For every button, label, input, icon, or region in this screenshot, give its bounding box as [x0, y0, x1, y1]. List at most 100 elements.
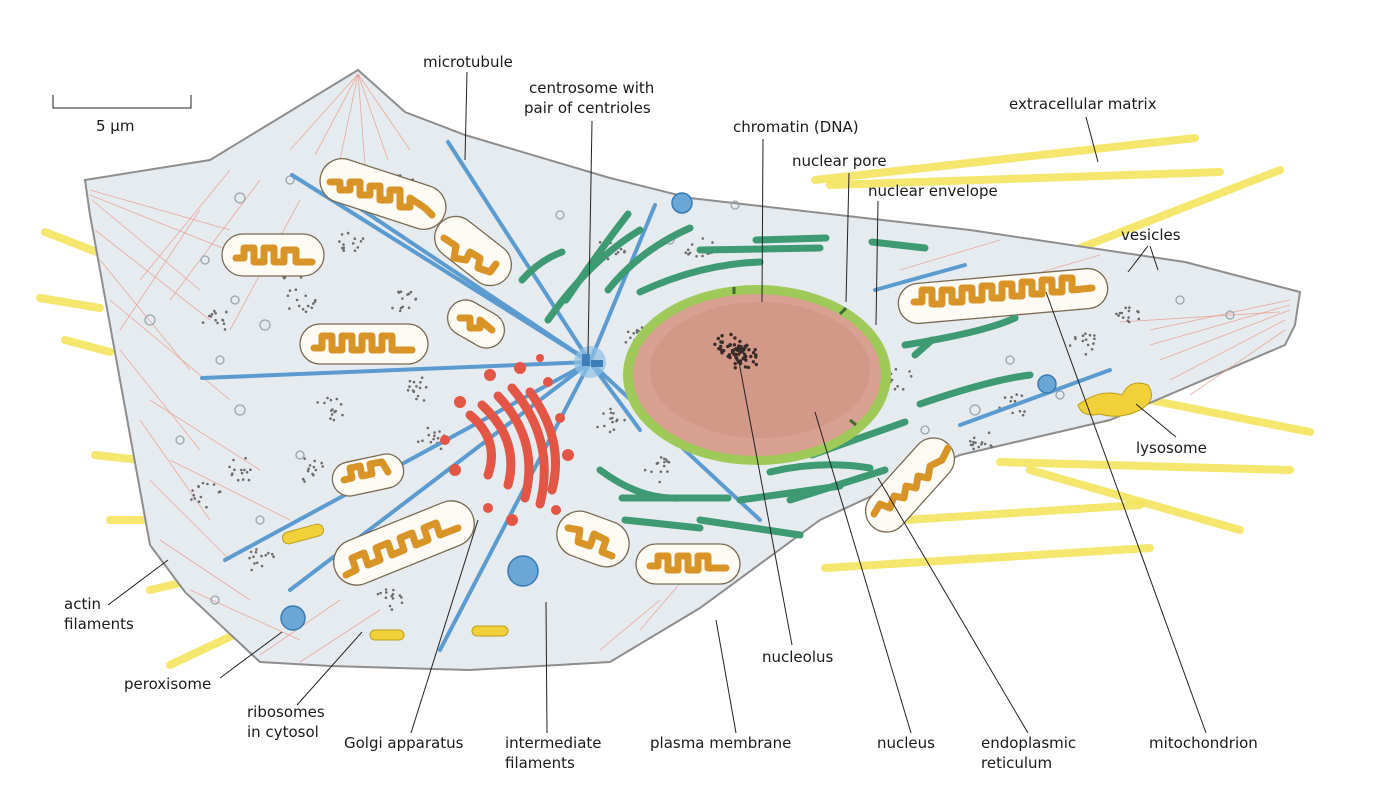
ribosome-dot [730, 348, 735, 353]
ribosome-dot [433, 434, 436, 438]
ribosome-dot [316, 401, 320, 404]
ribosome-dot [728, 343, 732, 347]
ribosome-dot [432, 437, 435, 441]
label-extracellular-matrix: extracellular matrix [1009, 95, 1157, 113]
ribosome-dot [1011, 411, 1014, 415]
label-intermediate-line2: filaments [505, 754, 575, 772]
ribosome-dot [297, 304, 301, 308]
ribosome-dot [429, 440, 433, 444]
ribosome-dot [1117, 314, 1120, 317]
ribosome-dot [1127, 309, 1131, 313]
mitochondrion-4 [299, 323, 429, 365]
ribosome-dot [990, 445, 994, 449]
label-mitochondrion: mitochondrion [1149, 734, 1258, 752]
ribosome-dot [632, 332, 635, 335]
ribosome-dot [969, 439, 972, 443]
ribosome-dot [629, 336, 632, 340]
ribosome-dot [720, 334, 724, 338]
ribosome-dot [427, 433, 431, 437]
mitochondrion-11 [864, 437, 956, 533]
ribosome-dot [733, 362, 737, 366]
ribosome-dot [662, 464, 666, 468]
ribosome-dot [391, 597, 395, 600]
lysosomes [282, 382, 1153, 641]
ribosome-dot [419, 381, 422, 384]
label-nucleolus: nucleolus [762, 648, 834, 666]
ribosome-dot [612, 428, 616, 432]
ribosome-dot [612, 412, 615, 415]
ribosome-dot [733, 336, 737, 340]
ribosome-dot [321, 465, 325, 468]
ribosome-dot [260, 554, 263, 558]
ribosome-dot [400, 601, 404, 605]
ribosome-dot [687, 252, 690, 256]
ribosome-dot [329, 398, 333, 402]
ribosome-dot [320, 461, 324, 465]
ribosome-dot [294, 288, 298, 292]
ribosome-dot [190, 498, 193, 501]
ribosome-dot [240, 468, 243, 472]
ribosome-dot [346, 231, 350, 235]
ribosome-dot [225, 310, 228, 314]
ribosome-dot [893, 387, 897, 391]
label-microtubule: microtubule [423, 53, 513, 71]
ribosome-dot [969, 443, 973, 447]
ribosome-dot [255, 561, 259, 565]
label-chromatin: chromatin (DNA) [733, 118, 859, 136]
ribosome-dot [249, 550, 253, 554]
ribosome-dot [407, 292, 411, 296]
ribosome-dot [376, 592, 380, 596]
nucleolus [713, 332, 758, 370]
ribosome-dot [342, 243, 345, 246]
ribosome-dot [313, 300, 317, 303]
ribosome-dot [753, 348, 757, 352]
ribosome-dot [980, 441, 984, 444]
ribosome-dot [306, 469, 310, 473]
scale-bar: 5 µm [52, 95, 192, 135]
ribosome-dot [659, 470, 663, 474]
ribosome-dot [603, 424, 606, 428]
ribosome-dot [609, 411, 613, 415]
centrosome [574, 346, 606, 378]
ribosome-dot [193, 497, 196, 500]
label-nuclear-pore: nuclear pore [792, 152, 887, 170]
ribosome-dot [310, 306, 314, 310]
ribosome-dot [299, 276, 303, 279]
label-nucleus: nucleus [877, 734, 935, 752]
mitochondrion-7 [333, 500, 475, 586]
ribosome-dot [399, 306, 403, 310]
ribosome-dot [1127, 316, 1130, 319]
ribosome-dot [436, 436, 440, 440]
ribosome-dot [894, 367, 898, 371]
label-centrosome-line1: centrosome with [529, 79, 654, 97]
mitochondrion-2 [221, 233, 325, 277]
ribosome-dot [341, 413, 344, 417]
ribosome-dot [608, 430, 612, 434]
ribosome-dot [416, 440, 420, 444]
ribosome-dot [236, 478, 240, 482]
ribosome-dot [197, 500, 201, 504]
ribosome-dot [353, 237, 357, 240]
ribosome-dot [243, 468, 246, 472]
mitochondrion-1 [319, 158, 447, 230]
nucleoplasm [633, 294, 881, 456]
ribosome-dot [744, 358, 748, 362]
ribosome-dot [1124, 306, 1127, 310]
ribosome-dot [1084, 332, 1087, 336]
ribosome-dot [223, 328, 227, 331]
ribosome-dot [339, 403, 343, 406]
ribosome-dot [711, 241, 714, 244]
ribosome-dot [738, 339, 742, 344]
label-intermediate-line1: intermediate [505, 734, 602, 752]
ribosome-dot [388, 604, 392, 608]
label-golgi: Golgi apparatus [344, 734, 464, 752]
ribosome-dot [312, 465, 316, 469]
ribosome-dot [301, 308, 305, 311]
ribosome-dot [272, 555, 275, 559]
ribosome-dot [250, 568, 253, 572]
ribosome-dot [1021, 413, 1025, 417]
extracellular-matrix-fibers [36, 134, 1314, 669]
ribosome-dot [737, 345, 741, 349]
ribosome-dot [390, 594, 394, 598]
